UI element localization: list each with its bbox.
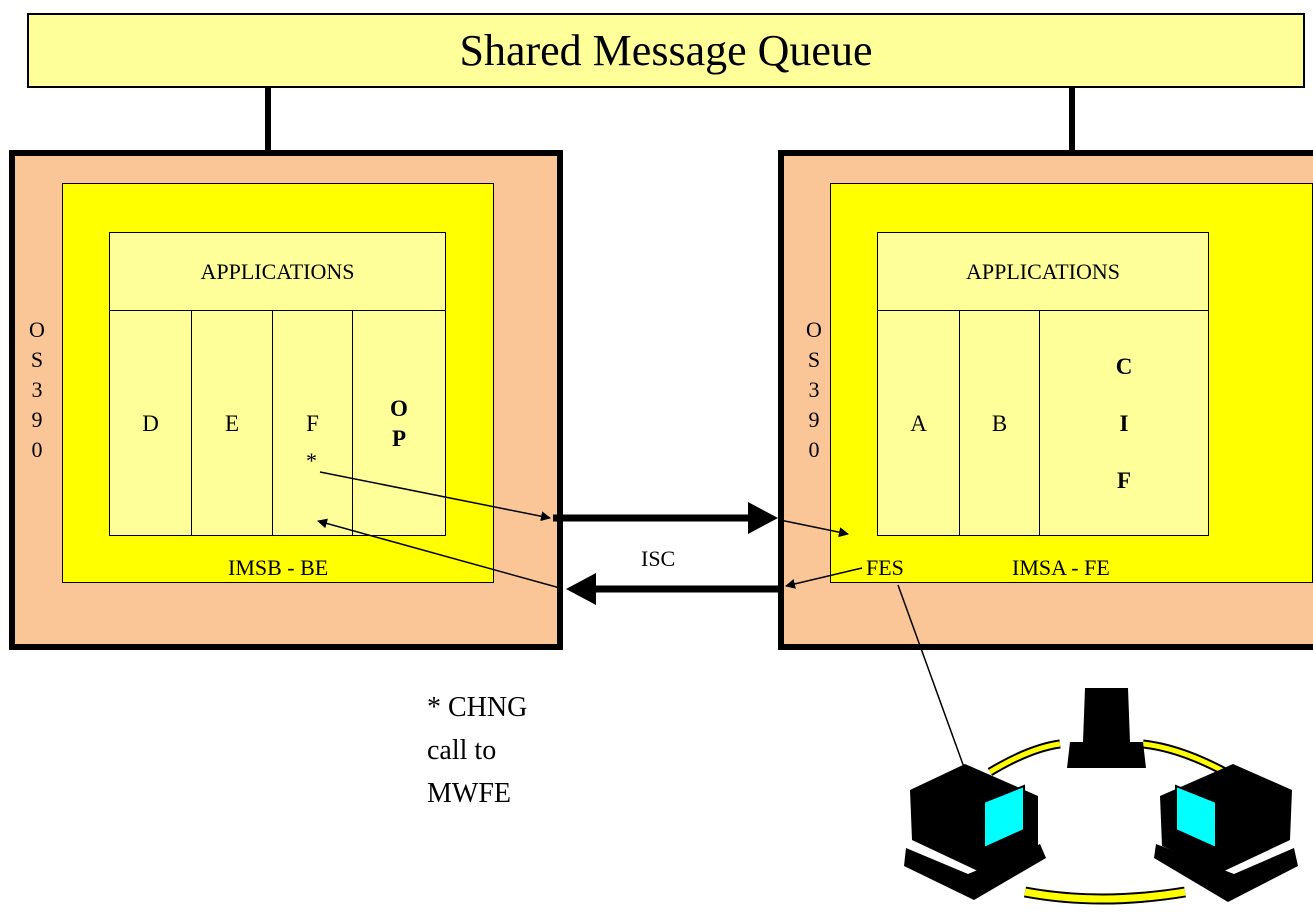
- os390-label-left: O S 3 9 0: [27, 315, 47, 465]
- os-char: 9: [31, 407, 43, 432]
- cif-char: I: [1119, 411, 1129, 436]
- os-char: O: [806, 317, 822, 342]
- isc-arrow-right: [553, 502, 778, 534]
- app-column-e: E: [192, 311, 273, 536]
- app-column-op: O P: [353, 311, 445, 536]
- column-label: A: [910, 410, 927, 436]
- flow-arrow-fes-to-isc: [785, 567, 863, 589]
- shared-message-queue: Shared Message Queue: [27, 13, 1305, 88]
- op-char: P: [391, 425, 407, 451]
- isc-arrow-left: [566, 573, 780, 605]
- terminal-ring: [987, 739, 1228, 905]
- os-char: 3: [31, 377, 43, 402]
- app-column-a: A: [878, 311, 960, 536]
- os-char: 0: [808, 437, 820, 462]
- applications-box-right: APPLICATIONS A B C I F: [877, 232, 1209, 536]
- note-line: call to: [427, 735, 497, 766]
- app-column-cif: C I F: [1040, 311, 1208, 536]
- queue-connector-right: [1069, 86, 1075, 154]
- app-column-b: B: [960, 311, 1040, 536]
- flow-arrow-isc-to-fes: [779, 519, 849, 538]
- os-char: S: [807, 347, 821, 372]
- terminal-right-icon: [1154, 764, 1298, 902]
- column-label: E: [224, 410, 240, 436]
- cif-char: C: [1115, 354, 1133, 379]
- op-char: O: [390, 395, 408, 421]
- chng-note: * CHNG call to MWFE: [427, 686, 527, 815]
- os-char: O: [29, 317, 45, 342]
- note-line: MWFE: [427, 778, 511, 809]
- os390-label-right: O S 3 9 0: [804, 315, 824, 465]
- applications-header-left: APPLICATIONS: [110, 233, 445, 311]
- note-line: * CHNG: [427, 692, 528, 723]
- column-label: D: [142, 410, 159, 436]
- cif-char: F: [1116, 468, 1132, 493]
- applications-header-right: APPLICATIONS: [878, 233, 1208, 311]
- isc-label: ISC: [641, 546, 676, 571]
- fes-terminal-link: [897, 584, 966, 771]
- terminal-top-icon: [1067, 688, 1146, 768]
- queue-label: Shared Message Queue: [459, 26, 873, 75]
- terminal-left-icon: [904, 764, 1046, 900]
- flow-arrow-isc-to-f: [317, 518, 561, 589]
- app-column-f: F: [273, 311, 353, 536]
- os-char: 9: [808, 407, 820, 432]
- os-char: 3: [808, 377, 820, 402]
- os-char: 0: [31, 437, 43, 462]
- chng-star-marker: *: [306, 448, 317, 473]
- flow-arrow-star-to-isc: [319, 471, 551, 522]
- ims-label-right: IMSA - FE: [1012, 555, 1110, 580]
- queue-connector-left: [265, 86, 271, 154]
- column-label: F: [306, 410, 319, 436]
- column-label: B: [991, 410, 1008, 436]
- ims-label-left: IMSB - BE: [228, 555, 329, 580]
- os-char: S: [30, 347, 44, 372]
- fes-label: FES: [866, 555, 904, 580]
- app-column-d: D: [110, 311, 192, 536]
